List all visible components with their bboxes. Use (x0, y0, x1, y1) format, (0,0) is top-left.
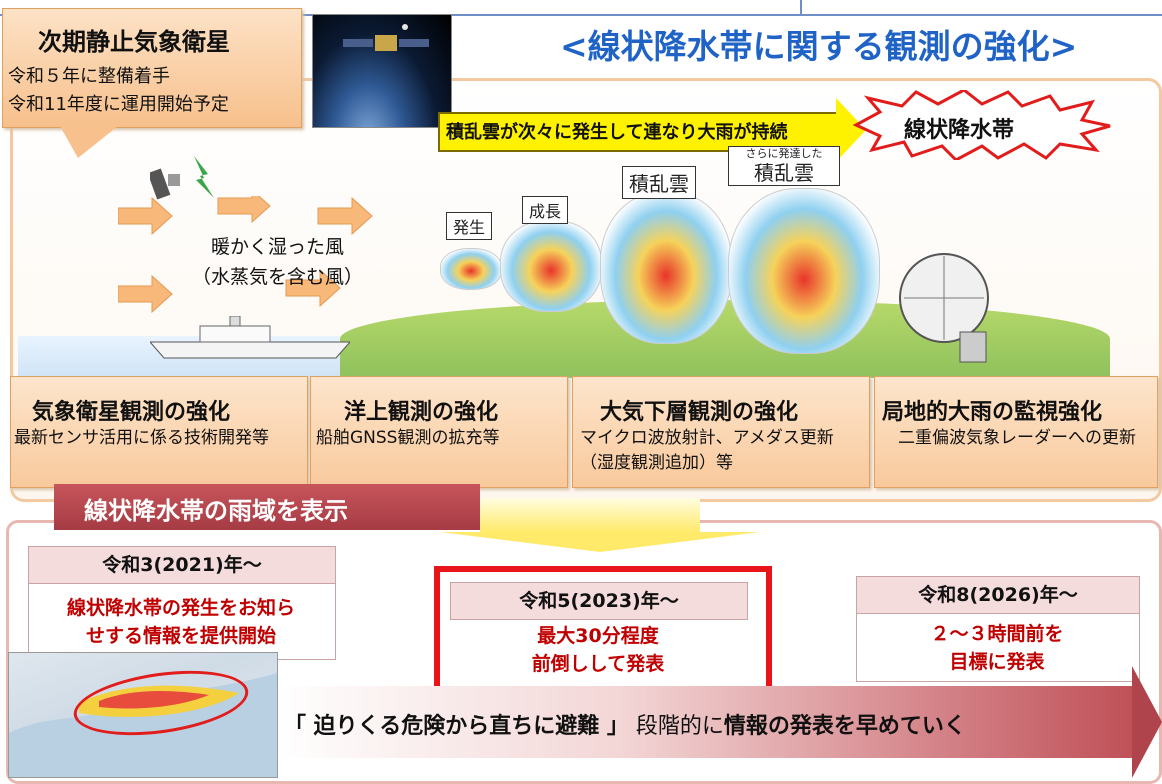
satellite-callout-tail (60, 126, 118, 158)
slogan-quote: 「 迫りくる危険から直ちに避難 」 (284, 714, 629, 739)
cloud-stage4 (728, 188, 880, 354)
era-2021-line1: 線状降水帯の発生をお知ら (66, 597, 295, 619)
yellow-down-arrow (480, 498, 700, 532)
progress-arrow (276, 686, 1134, 758)
satellite-photo (312, 14, 452, 128)
ocean-obs-title: 洋上観測の強化 (344, 400, 499, 425)
stage4-label: 積乱雲 (754, 161, 814, 185)
stage1-tag: 発生 (446, 212, 493, 240)
era-2021-body: 線状降水帯の発生をお知ら せする情報を提供開始 (28, 594, 334, 650)
local-rain-callout (874, 376, 1158, 488)
satellite-obs-text: 最新センサ活用に係る技術開発等 (14, 428, 269, 448)
era-2026-line2: 目標に発表 (949, 651, 1045, 673)
cloud-stage3 (600, 192, 732, 344)
band-label: 積乱雲が次々に発生して連なり大雨が持続 (446, 122, 788, 143)
cloud-stage2 (500, 220, 602, 312)
stage4-tag: さらに発達した 積乱雲 (728, 146, 840, 186)
yellow-down-arrow-tip (440, 532, 760, 552)
wind-label: 暖かく湿った風 （水蒸気を含む風） (192, 232, 363, 292)
stage2-tag: 成長 (522, 196, 569, 224)
era-2026-body: ２～３時間前を 目標に発表 (856, 620, 1138, 676)
satellite-line2: 令和11年度に運用開始予定 (8, 94, 229, 115)
era-2021-head: 令和3(2021)年～ (28, 546, 336, 584)
lower-atmos-text: マイクロ波放射計、アメダス更新（湿度観測追加）等 (580, 428, 834, 473)
wind-label-line2: （水蒸気を含む風） (192, 266, 364, 288)
satellite-callout (2, 8, 302, 128)
satellite-obs-title: 気象衛星観測の強化 (32, 400, 231, 425)
era-2021-line2: せする情報を提供開始 (85, 625, 276, 647)
ocean-obs-callout (310, 376, 568, 488)
persistent-rain-band (438, 112, 842, 152)
stage3-tag: 積乱雲 (622, 166, 696, 199)
top-border (0, 0, 1162, 16)
burst-shape (852, 90, 1111, 160)
satellite-title: 次期静止気象衛星 (38, 28, 230, 56)
lower-atmos-title: 大気下層観測の強化 (600, 400, 799, 425)
slogan: 「 迫りくる危険から直ちに避難 」 段階的に情報の発表を早めていく (284, 708, 966, 740)
wind-arrows (118, 196, 373, 314)
lower-atmos-callout (572, 376, 870, 488)
rain-area-banner (54, 484, 480, 530)
ship-icon (150, 316, 350, 359)
small-satellite-icon (150, 156, 214, 200)
satellite-obs-callout (10, 376, 308, 488)
rain-map-image (9, 673, 277, 777)
era-2023-line2: 前倒しして発表 (531, 653, 665, 675)
ocean-obs-text: 船舶GNSS観測の拡充等 (316, 428, 500, 448)
local-rain-text: 二重偏波気象レーダーへの更新 (898, 428, 1136, 448)
era-2026-head: 令和8(2026)年～ (856, 576, 1140, 614)
stage4-note: さらに発達した (745, 147, 823, 160)
rain-map (8, 652, 278, 778)
band-arrow-tip (836, 98, 866, 162)
slogan-mid: 段階的に (635, 714, 724, 739)
cloud-stage1 (440, 248, 502, 290)
wind-label-line1: 暖かく湿った風 (211, 236, 345, 258)
era-2023-head: 令和5(2023)年～ (450, 582, 748, 620)
local-rain-title: 局地的大雨の監視強化 (882, 400, 1103, 425)
progress-arrow-tip (1132, 666, 1162, 778)
satellite-photo-icon (343, 24, 429, 51)
page-title: <線状降水帯に関する観測の強化> (560, 27, 1078, 66)
satellite-line1: 令和５年に整備着手 (8, 66, 170, 87)
era-2026-line1: ２～３時間前を (930, 623, 1064, 645)
slogan-end: 情報の発表を早めていく (723, 714, 966, 739)
era-2023-line1: 最大30分程度 (537, 625, 659, 647)
burst-label: 線状降水帯 (904, 118, 1015, 143)
radar-icon (899, 253, 989, 363)
era-2023-body: 最大30分程度 前倒しして発表 (450, 622, 746, 678)
rain-area-banner-label: 線状降水帯の雨域を表示 (84, 497, 348, 525)
